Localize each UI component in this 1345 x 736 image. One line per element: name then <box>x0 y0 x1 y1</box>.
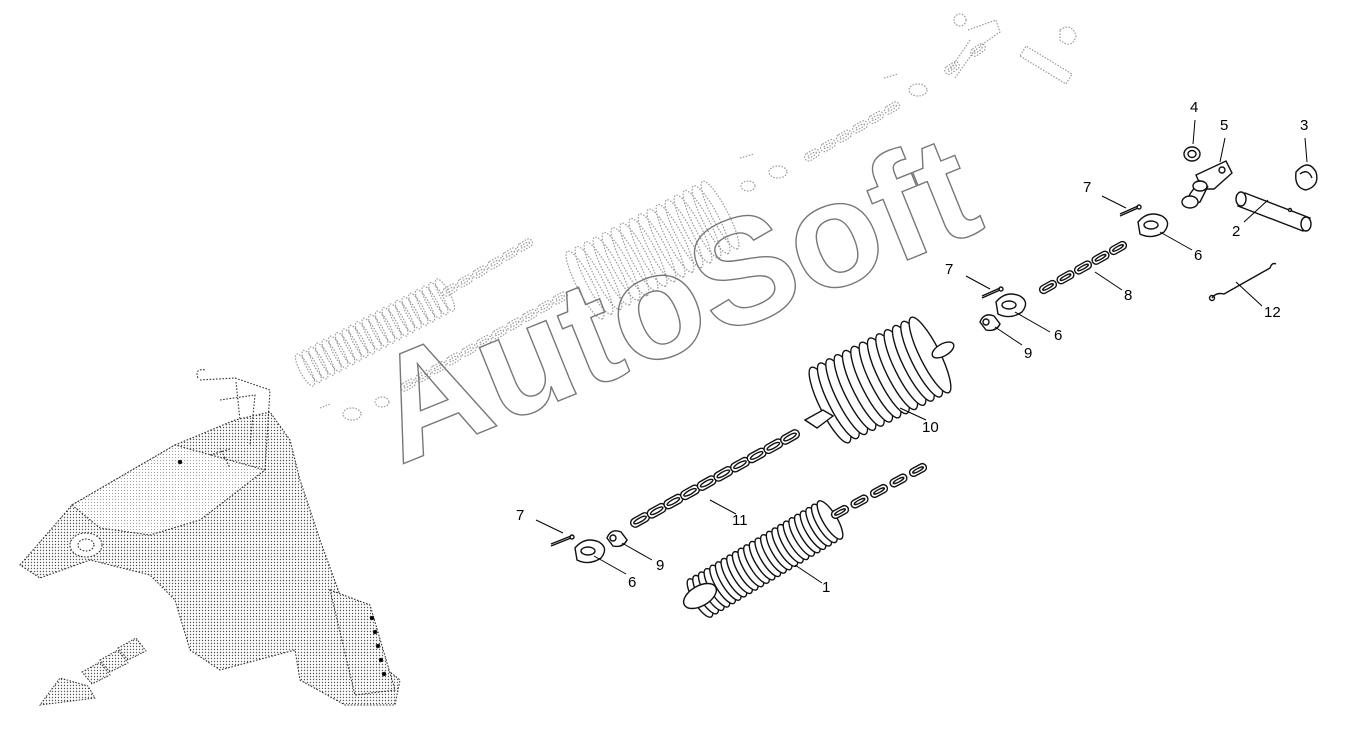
callout-6-lower: 6 <box>628 574 636 591</box>
washer <box>1183 146 1201 162</box>
callout-3: 3 <box>1300 117 1308 134</box>
connector-link-middle <box>979 314 1001 332</box>
cotter-pin-upper <box>1119 204 1142 217</box>
cotter-pin-middle <box>981 286 1004 299</box>
spring-end-chain <box>830 462 928 520</box>
callout-9-lower: 9 <box>656 557 664 574</box>
tension-spring-small <box>686 500 844 618</box>
watermark-text: AutoSoft <box>349 102 999 495</box>
callout-7-middle: 7 <box>945 261 953 278</box>
cotter-pin-lower <box>550 534 575 547</box>
ghost-chain-lower <box>399 291 569 392</box>
connector-link-lower <box>606 530 628 548</box>
callout-7-lower: 7 <box>516 507 524 524</box>
ghost-small-spring <box>294 278 456 387</box>
callout-5: 5 <box>1220 117 1228 134</box>
callout-11: 11 <box>732 512 748 529</box>
callout-12: 12 <box>1264 304 1281 321</box>
callout-1: 1 <box>822 579 830 596</box>
callout-6-upper: 6 <box>1194 247 1202 264</box>
callout-8: 8 <box>1124 287 1132 304</box>
shackle-lower <box>574 539 606 564</box>
chain-bracket <box>1181 160 1233 209</box>
frame-arm <box>19 369 401 706</box>
ghost-shackles <box>319 73 928 421</box>
shackle-middle <box>995 293 1027 318</box>
callout-9-middle: 9 <box>1024 345 1032 362</box>
ghost-chain-mid <box>803 101 901 162</box>
callout-4: 4 <box>1190 99 1198 116</box>
tension-spring-large <box>808 316 952 444</box>
ghost-assembly <box>294 13 1077 421</box>
ghost-chain-upper <box>441 238 534 297</box>
callout-6-middle: 6 <box>1054 327 1062 344</box>
lynch-pin <box>1295 164 1318 191</box>
callout-10: 10 <box>922 419 939 436</box>
chain-lower <box>629 429 801 528</box>
shackle-upper <box>1137 213 1169 238</box>
callout-7-upper: 7 <box>1083 179 1091 196</box>
direction-arrow <box>38 637 147 706</box>
ghost-chain-top <box>944 43 986 75</box>
ghost-bracket <box>949 13 1077 85</box>
leader-lines <box>535 119 1308 584</box>
callout-2: 2 <box>1232 223 1240 240</box>
wire-tie <box>1208 262 1277 302</box>
chain-upper <box>1038 240 1128 295</box>
pivot-pin <box>1235 191 1312 232</box>
ghost-large-spring <box>565 180 740 320</box>
